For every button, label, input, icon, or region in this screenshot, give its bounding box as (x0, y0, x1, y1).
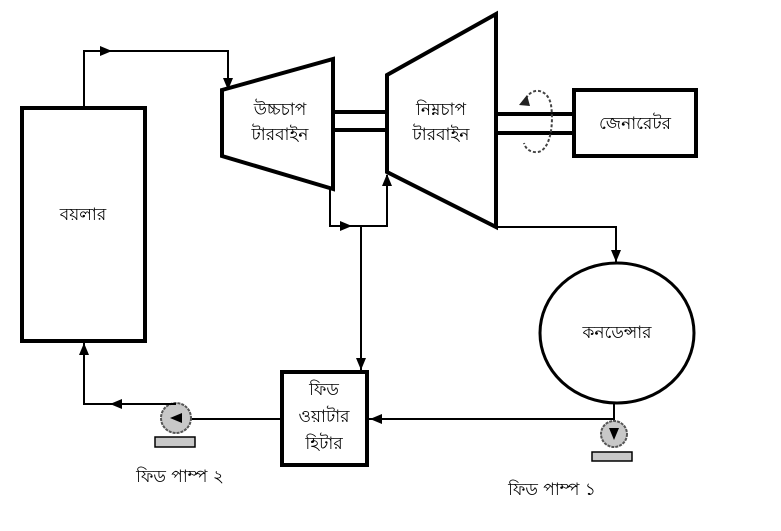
pipe-lp-to-condenser (496, 226, 617, 262)
arrow-icon (611, 250, 621, 262)
arrow-icon (370, 414, 382, 424)
arrow-icon (609, 428, 619, 440)
arrow-icon (519, 95, 530, 106)
arrow-icon (110, 399, 122, 409)
feed-pump-1-base (591, 451, 633, 462)
hp-turbine-label-1: উচ্চচাপ (253, 99, 307, 120)
heater-label-3: হিটার (304, 433, 343, 454)
pipe-hp-to-lp (329, 175, 388, 227)
arrow-icon (79, 343, 89, 355)
arrow-icon (223, 78, 233, 90)
feed-pump-2-label: ফিড পাম্প ২ (135, 466, 224, 487)
generator-label: জেনারেটর (599, 113, 672, 134)
generator-box (572, 88, 698, 158)
arrow-icon (382, 174, 392, 186)
heater-label-2: ওয়াটার (298, 406, 350, 427)
rotation-icon (523, 89, 553, 154)
arrow-icon (340, 221, 352, 231)
lp-turbine-label-1: নিম্নচাপ (415, 99, 467, 120)
hp-turbine (220, 56, 335, 192)
hp-turbine-label-2: টারবাইন (251, 124, 310, 145)
feed-pump-1-label: ফিড পাম্প ১ (507, 479, 596, 500)
pipe-pump2-to-boiler (83, 343, 176, 405)
arrow-icon (356, 358, 366, 370)
condenser (538, 261, 696, 405)
steam-pipe-boiler-to-hp (83, 50, 229, 108)
boiler-label: বয়লার (59, 205, 107, 225)
arrow-icon (100, 46, 112, 56)
lp-turbine-label-2: টারবাইন (412, 124, 471, 145)
feed-pump-2-base (154, 436, 196, 448)
condenser-label: কনডেন্সার (581, 323, 652, 343)
boiler-box (20, 106, 147, 343)
arrow-icon (170, 413, 182, 423)
lp-turbine (385, 10, 498, 231)
heater-label-1: ফিড (308, 379, 339, 400)
